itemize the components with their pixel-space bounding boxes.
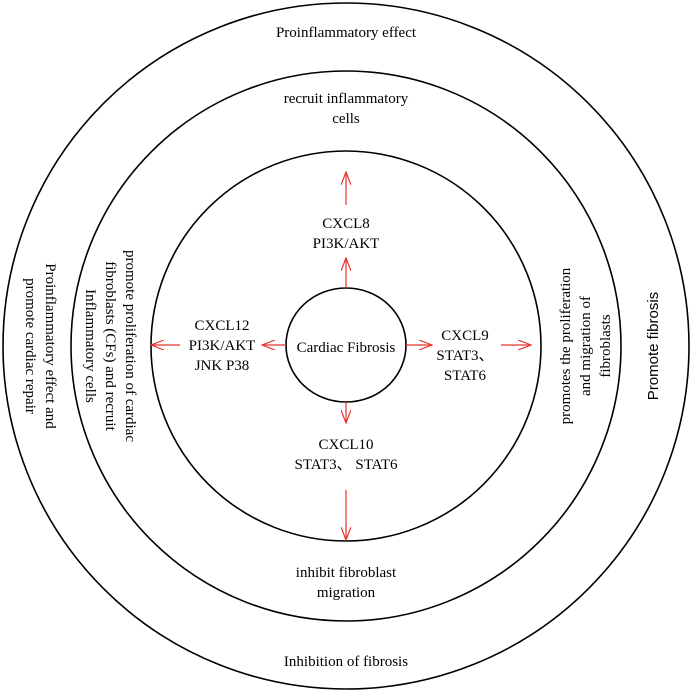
- middle-left-text: promote proliferation of cardiac fibrobl…: [82, 250, 138, 442]
- inner-left-line3: JNK P38: [195, 358, 250, 374]
- middle-right-text: promotes the proliferation and migration…: [558, 267, 614, 424]
- inner-top-line2: PI3K/AKT: [313, 236, 380, 252]
- middle-left-line1: promote proliferation of cardiac: [122, 250, 138, 442]
- inner-left-line1: CXCL12: [194, 318, 249, 334]
- outer-left-line2: promote cardiac repair: [22, 278, 38, 414]
- outer-right-text: Promote fibrosis: [645, 292, 662, 400]
- inner-bottom-line2: STAT3、 STAT6: [294, 457, 398, 473]
- middle-right-line2: and migration of: [578, 296, 594, 396]
- inner-right-line3: STAT6: [444, 368, 487, 384]
- middle-top-line1: recruit inflammatory: [284, 91, 409, 107]
- outer-left-line1: Proinflammatory effect and: [42, 263, 58, 429]
- middle-top-line2: cells: [332, 111, 360, 127]
- inner-left-line2: PI3K/AKT: [189, 338, 256, 354]
- inner-right-line2: STAT3、: [436, 348, 493, 364]
- middle-left-line3: Inflammatory cells: [82, 289, 98, 403]
- middle-right-line1: promotes the proliferation: [558, 267, 574, 424]
- inner-right-line1: CXCL9: [441, 328, 489, 344]
- outer-bottom-label: Inhibition of fibrosis: [284, 654, 408, 670]
- outer-right-label: Promote fibrosis: [645, 292, 662, 400]
- inner-bottom-line1: CXCL10: [318, 437, 373, 453]
- outer-left-text: Proinflammatory effect and promote cardi…: [22, 263, 58, 429]
- outer-top-label: Proinflammatory effect: [276, 25, 417, 41]
- middle-bottom-line2: migration: [317, 585, 376, 601]
- middle-right-line3: fibroblasts: [598, 314, 614, 377]
- middle-left-line2: fibroblasts (CFs) and recruit: [102, 261, 118, 431]
- inner-top-line1: CXCL8: [322, 216, 370, 232]
- center-label: Cardiac Fibrosis: [297, 340, 396, 356]
- middle-ring: [70, 70, 622, 622]
- middle-bottom-line1: inhibit fibroblast: [296, 565, 397, 581]
